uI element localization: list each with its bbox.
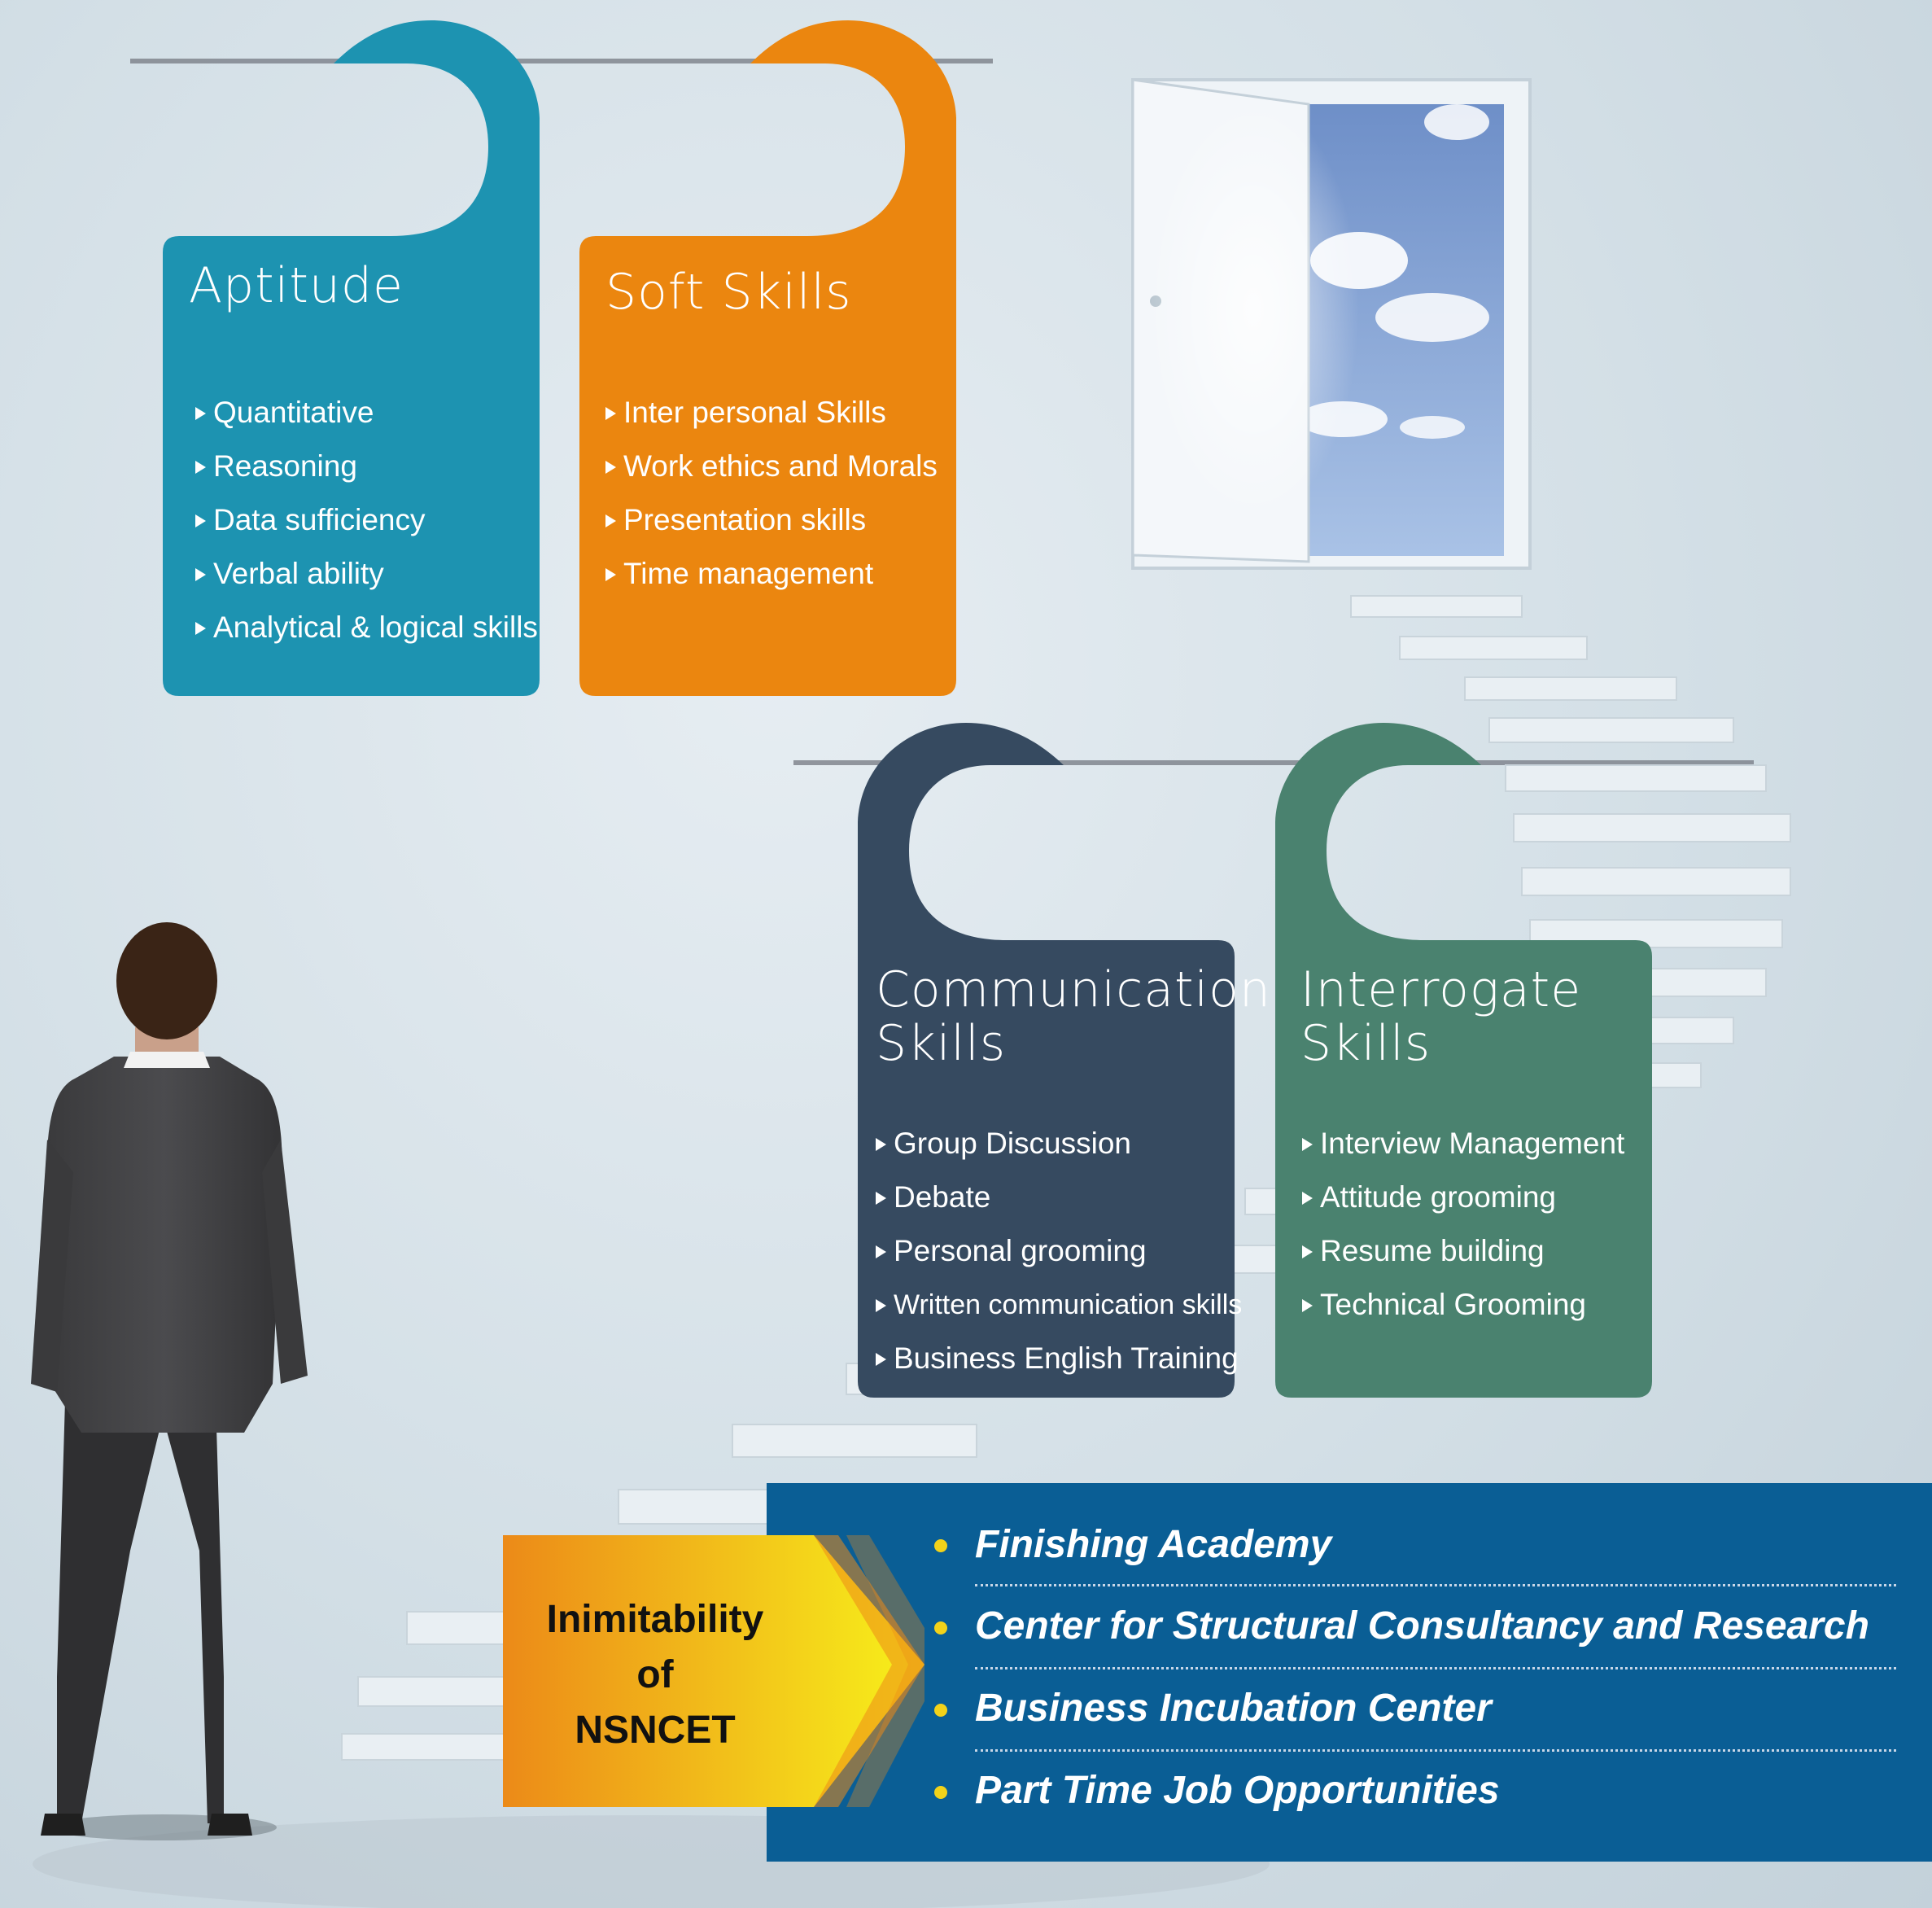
dotted-divider [975,1667,1896,1670]
list-item: Resume building [1302,1224,1624,1278]
list-item: Work ethics and Morals [605,440,938,493]
list-item: Business English Training [876,1332,1242,1385]
interrogate-card [1275,723,1652,1398]
list-item: Technical Grooming [1302,1278,1624,1332]
nsncet-arrow [503,1535,924,1807]
communication-title: Communication Skills [876,963,1271,1070]
list-item: Group Discussion [876,1117,1242,1171]
feature-finishing-academy: Finishing Academy [975,1523,1332,1566]
aptitude-card [163,20,540,696]
communication-list: Group Discussion Debate Personal groomin… [876,1117,1242,1385]
feature-structural-consultancy: Center for Structural Consultancy and Re… [975,1604,1869,1648]
list-item: Data sufficiency [195,493,538,547]
open-door-illustration [1131,78,1532,570]
list-item: Written communication skills [876,1278,1242,1332]
list-item: Verbal ability [195,547,538,601]
bullet-dot-icon [934,1539,947,1552]
title-line: Communication [876,961,1271,1018]
list-item: Interview Management [1302,1117,1624,1171]
list-item: Presentation skills [605,493,938,547]
interrogate-title: Interrogate Skills [1300,963,1581,1070]
top-rail [130,59,993,63]
dotted-divider [975,1749,1896,1752]
title-line: Aptitude [189,257,404,314]
label-line: NSNCET [575,1709,736,1752]
businessman-illustration [31,922,308,1840]
title-line: Soft Skills [605,264,852,321]
title-line: Skills [876,1015,1007,1072]
communication-card [858,723,1235,1398]
title-line: Skills [1300,1015,1432,1072]
list-item: Analytical & logical skills [195,601,538,654]
feature-part-time-jobs: Part Time Job Opportunities [975,1769,1500,1812]
soft-skills-card [579,20,956,696]
list-item: Debate [876,1171,1242,1224]
soft-skills-title: Soft Skills [605,265,852,319]
features-panel [767,1483,1932,1862]
bullet-dot-icon [934,1621,947,1634]
list-item: Attitude grooming [1302,1171,1624,1224]
list-item: Time management [605,547,938,601]
list-item: Reasoning [195,440,538,493]
label-line: Inimitability [546,1598,764,1641]
list-item: Quantitative [195,386,538,440]
list-item: Inter personal Skills [605,386,938,440]
label-line: of [636,1653,674,1696]
bottom-rail [793,760,1754,765]
aptitude-list: Quantitative Reasoning Data sufficiency … [195,386,538,654]
interrogate-list: Interview Management Attitude grooming R… [1302,1117,1624,1332]
aptitude-title: Aptitude [189,259,404,313]
feature-business-incubation: Business Incubation Center [975,1687,1492,1730]
bullet-dot-icon [934,1704,947,1717]
soft-skills-list: Inter personal Skills Work ethics and Mo… [605,386,938,601]
dotted-divider [975,1584,1896,1586]
bullet-dot-icon [934,1786,947,1799]
title-line: Interrogate [1300,961,1582,1018]
list-item: Personal grooming [876,1224,1242,1278]
nsncet-label: Inimitability of NSNCET [505,1592,806,1758]
